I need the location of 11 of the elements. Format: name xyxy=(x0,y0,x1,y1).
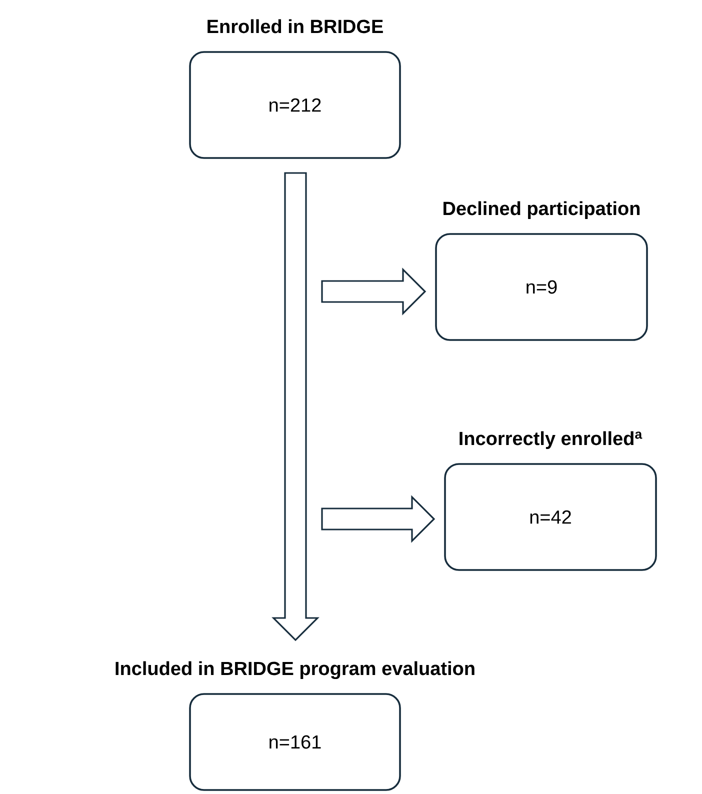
heading: Incorrectly enrolled$^{a}$ xyxy=(460,431,642,449)
heading: Included in BRIDGE program evaluation xyxy=(116,661,474,680)
block-arrow xyxy=(272,172,320,642)
block-arrow xyxy=(321,495,436,543)
count-box: n=9 xyxy=(435,233,648,341)
count-box: n=161 xyxy=(189,693,401,791)
heading: Enrolled in BRIDGE xyxy=(208,19,383,34)
heading: Declined participation xyxy=(444,201,640,219)
count-box: n=42 xyxy=(444,463,657,571)
block-arrow xyxy=(321,268,426,316)
count-box: n=212 xyxy=(189,51,401,159)
